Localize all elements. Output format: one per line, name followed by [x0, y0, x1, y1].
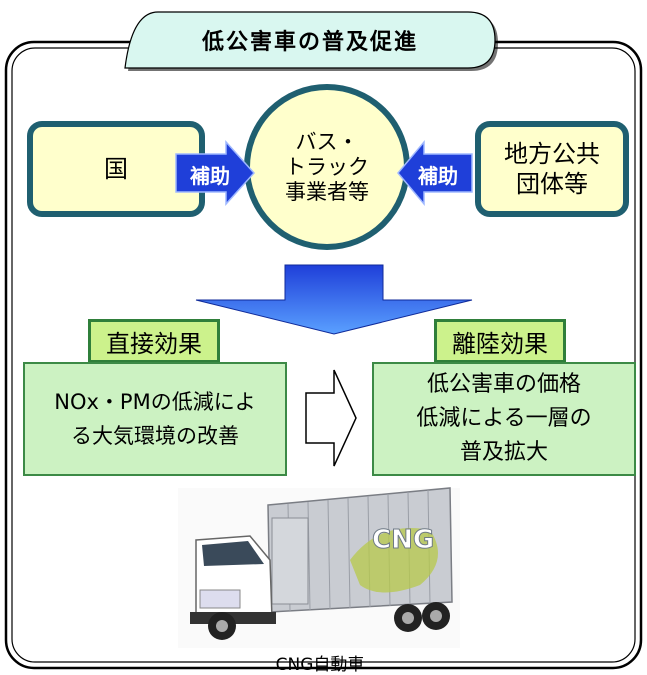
truck-cng-logo: CNG	[372, 525, 434, 555]
takeoff-effect-line2: 低減による一層の	[416, 406, 592, 431]
cng-truck-illustration: CNG	[178, 487, 460, 648]
takeoff-effect-line1: 低公害車の価格	[426, 372, 581, 397]
subsidy-arrow-right	[397, 139, 473, 207]
takeoff-effect-box: 低公害車の価格 低減による一層の 普及拡大	[372, 362, 636, 476]
takeoff-effect-line3: 普及拡大	[459, 440, 548, 465]
node-bus-line2: トラック	[285, 154, 369, 179]
node-bus-line3: 事業者等	[285, 179, 369, 204]
node-local-box	[475, 121, 629, 217]
direct-effect-line2: る大気環境の改善	[70, 424, 239, 448]
effect-arrow	[305, 369, 357, 467]
direct-effect-line1: NOx・PMの低減によ	[54, 390, 256, 414]
node-local-line1: 地方公共	[504, 140, 600, 168]
node-bus-line1: バス・	[295, 129, 359, 154]
node-local-line2: 団体等	[516, 170, 588, 198]
subsidy-label-right: 補助	[418, 163, 458, 188]
truck-caption: CNG自動車	[275, 655, 365, 675]
takeoff-effect-tag: 離陸効果	[434, 319, 566, 363]
node-kuni-label: 国	[104, 155, 128, 183]
title-pill	[124, 11, 498, 71]
direct-effect-box: NOx・PMの低減によ る大気環境の改善	[23, 362, 287, 476]
node-bus: バス・ トラック 事業者等	[250, 100, 404, 234]
page-title-box: 低公害車の普及促進	[125, 12, 495, 68]
direct-effect-tag: 直接効果	[88, 319, 220, 363]
page-title: 低公害車の普及促進	[201, 30, 418, 55]
subsidy-label-left: 補助	[190, 163, 230, 188]
subsidy-arrow-left	[175, 140, 256, 206]
down-arrow	[195, 264, 473, 335]
node-kuni: 国	[30, 124, 202, 214]
node-local: 地方公共 団体等	[478, 124, 626, 214]
